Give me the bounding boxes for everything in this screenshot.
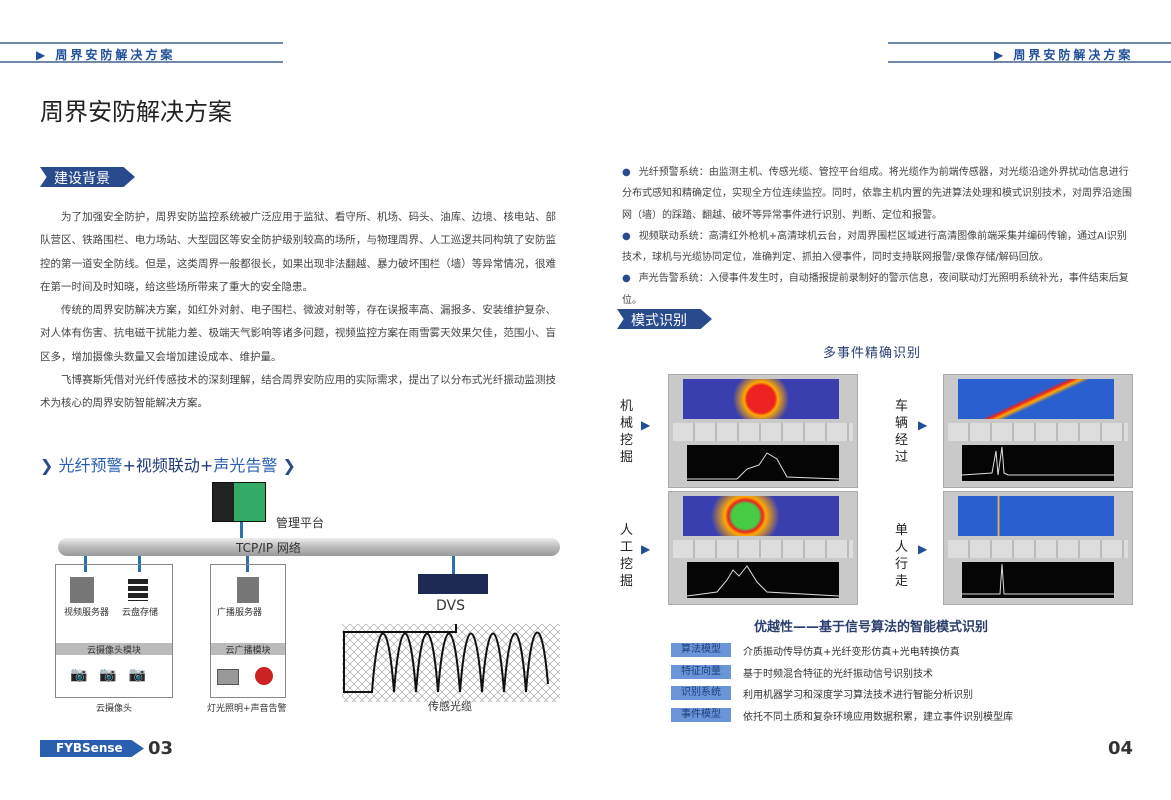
event-screenshot [668,491,858,605]
event-label: 人工挖掘 [620,523,634,589]
sensing-cable-fence [342,624,560,702]
bullet-item: 视频联动系统：高清红外枪机+高清球机云台，对周界围栏区域进行高清图像前端采集并编… [622,226,1132,269]
background-badge: 建设背景 [40,167,135,187]
brand-logo: FYBSense [40,740,144,757]
bullet-item: 声光告警系统：入侵事件发生时，自动播报提前录制好的警示信息，夜间联动灯光照明系统… [622,268,1132,311]
event-screenshot [668,374,858,488]
advantage-tag: 事件模型 [671,708,731,722]
header-right-text: ▶ 周界安防解决方案 [994,48,1134,62]
page-number-left: 03 [148,738,174,759]
cable-label: 传感光缆 [428,700,472,713]
advantage-text: 利用机器学习和深度学习算法技术进行智能分析识别 [743,690,973,701]
network-label: TCP/IP 网络 [236,541,301,555]
event-label: 车辆经过 [895,399,909,465]
advantage-tag: 特征向量 [671,665,731,679]
section-heading: ❯ 光纤预警+视频联动+声光告警 ❯ [40,456,296,475]
speaker-icon [255,667,273,685]
advantage-title: 优越性——基于信号算法的智能模式识别 [754,620,989,635]
system-bullets: 光纤预警系统：由监测主机、传感光缆、管控平台组成。将光缆作为前端传感器，对光缆沿… [622,162,1132,311]
advantage-text: 介质振动传导仿真+光纤变形仿真+光电转换仿真 [743,647,960,658]
page-title: 周界安防解决方案 [40,98,232,126]
event-label: 单人行走 [895,523,909,589]
paragraph: 为了加强安全防护，周界安防监控系统被广泛应用于监狱、看守所、机场、码头、油库、边… [40,211,556,293]
arrow-right-icon: ▶ [641,418,651,432]
header-right: ▶ 周界安防解决方案 [888,42,1171,63]
camera-group: 视频服务器 云盘存储 云摄像头模块 📷📷📷 云摄像头 [55,564,173,714]
server-icon [70,577,94,603]
header-left: ▶ 周界安防解决方案 [0,42,283,63]
page-number-right: 04 [1108,738,1134,759]
platform-label: 管理平台 [276,516,325,530]
camera-module: 云摄像头模块 [56,643,172,656]
dvs-device-icon [418,574,488,594]
arrow-right-icon: ▶ [918,418,928,432]
broadcast-module: 云广播模块 [211,643,285,656]
badge-label: 建设背景 [54,171,110,187]
event-label: 机械挖掘 [620,399,634,465]
event-screenshot [943,491,1133,605]
paragraph: 传统的周界安防解决方案，如红外对射、电子围栏、微波对射等，存在误报率高、漏报多、… [40,304,556,363]
bullet-item: 光纤预警系统：由监测主机、传感光缆、管控平台组成。将光缆作为前端传感器，对光缆沿… [622,162,1132,226]
advantage-tag: 识别系统 [671,686,731,700]
paragraph: 飞博赛斯凭借对光纤传感技术的深刻理解，结合周界安防应用的实际需求，提出了以分布式… [40,374,556,410]
pattern-subtitle: 多事件精确识别 [823,346,922,361]
header-left-text: ▶ 周界安防解决方案 [36,48,176,62]
advantage-text: 依托不同土质和复杂环境应用数据积累，建立事件识别模型库 [743,712,1013,723]
arrow-right-icon: ▶ [918,542,928,556]
pattern-badge: 模式识别 [617,309,712,329]
advantage-text: 基于时频混合特征的光纤振动信号识别技术 [743,669,933,680]
dvs-label: DVS [436,598,465,614]
broadcast-group: 广播服务器 云广播模块 灯光照明+声音告警 [207,564,287,714]
system-diagram: 管理平台 TCP/IP 网络 视频服务器 云盘存储 云摄像头模块 📷📷📷 云摄像… [40,478,560,718]
storage-icon [128,579,148,601]
advantage-tag: 算法模型 [671,643,731,657]
computer-icon [212,482,266,522]
event-screenshot [943,374,1133,488]
network-bus [58,538,560,556]
arrow-right-icon: ▶ [641,542,651,556]
light-icon [217,669,239,685]
camera-icons: 📷📷📷 [70,667,159,683]
server-icon [237,577,259,603]
